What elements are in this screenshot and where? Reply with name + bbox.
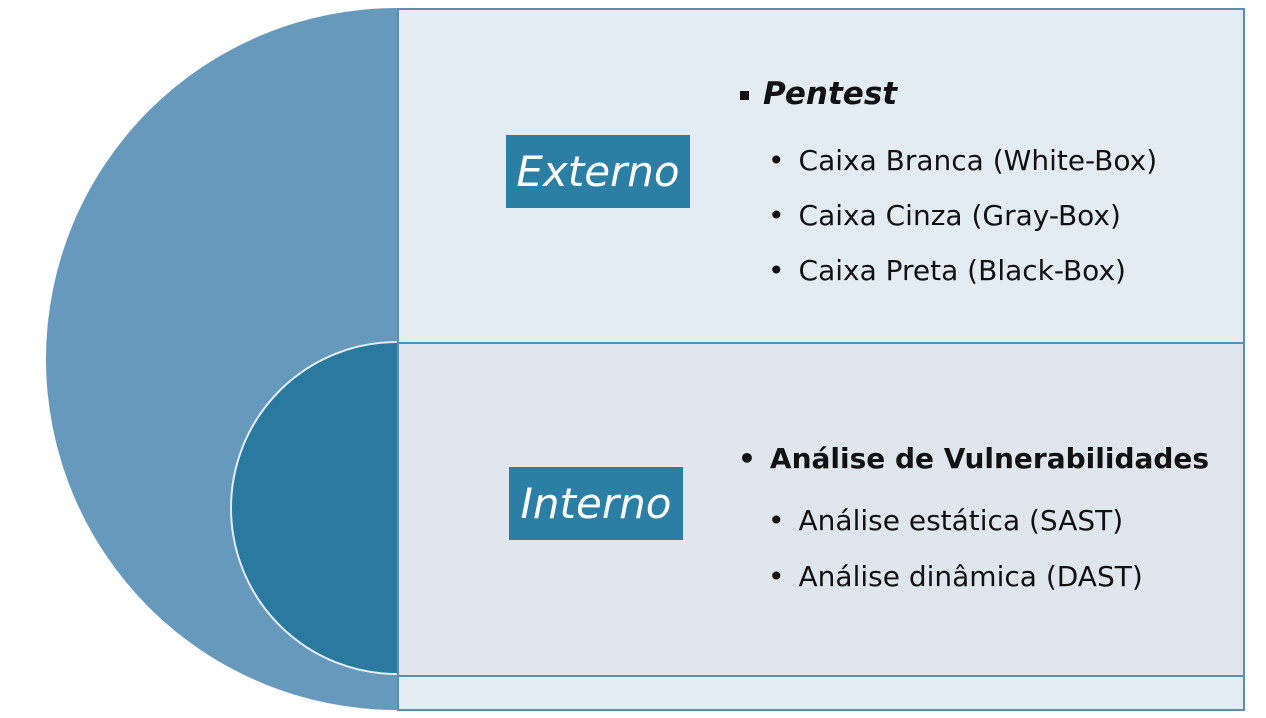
item-text: Análise estática (SAST) — [798, 504, 1124, 537]
vuln-heading: •Análise de Vulnerabilidades — [738, 442, 1210, 475]
list-item: •Caixa Cinza (Gray-Box) — [768, 199, 1121, 232]
item-text: Caixa Branca (White-Box) — [798, 144, 1158, 177]
list-item: •Caixa Branca (White-Box) — [768, 144, 1158, 177]
item-text: Análise dinâmica (DAST) — [798, 560, 1143, 593]
item-text: Caixa Preta (Black-Box) — [798, 254, 1126, 287]
list-item: •Análise estática (SAST) — [768, 504, 1124, 537]
square-bullet-icon — [740, 91, 749, 100]
bottom-strip — [397, 675, 1245, 711]
pentest-heading: Pentest — [740, 76, 897, 112]
vuln-title: Análise de Vulnerabilidades — [769, 442, 1210, 475]
list-item: •Análise dinâmica (DAST) — [768, 560, 1143, 593]
interno-label: Interno — [509, 467, 683, 540]
externo-label: Externo — [506, 135, 690, 208]
pentest-title: Pentest — [763, 76, 898, 112]
item-text: Caixa Cinza (Gray-Box) — [798, 199, 1121, 232]
list-item: •Caixa Preta (Black-Box) — [768, 254, 1126, 287]
